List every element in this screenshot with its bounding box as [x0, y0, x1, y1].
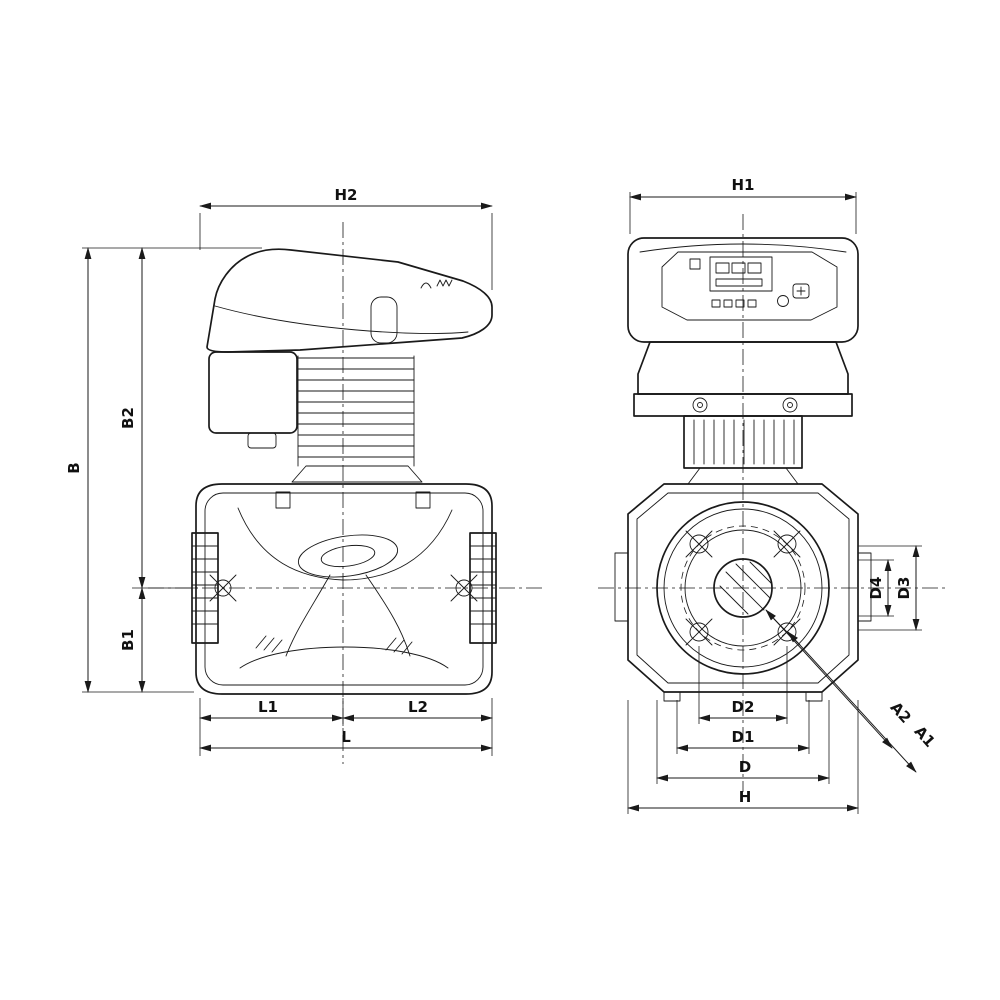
terminal-box — [247, 432, 277, 449]
dimension-label-d2: D2 — [732, 698, 755, 716]
panel-knob — [777, 295, 789, 307]
panel-plus-button — [792, 283, 810, 299]
dimension-label-b: B — [65, 462, 83, 473]
bolt-hole-top-right — [773, 530, 801, 558]
panel-led-4 — [747, 299, 757, 308]
dimension-l: L — [199, 728, 493, 752]
dimension-label-b1: B1 — [119, 629, 137, 651]
plus-icon — [796, 286, 806, 296]
dimension-d2: D2 — [698, 646, 788, 724]
motor-side-body — [208, 351, 298, 449]
dimension-label-h: H — [739, 788, 752, 806]
bolt-hole-top-left — [685, 530, 713, 558]
panel-led-2 — [723, 299, 733, 308]
hatch-left — [255, 635, 283, 653]
fin-base — [291, 465, 423, 483]
dimension-d4: D4 — [858, 559, 894, 617]
dimension-label-d3: D3 — [895, 577, 913, 600]
dimension-label-b2: B2 — [119, 407, 137, 429]
dimension-a1: A1 — [787, 631, 939, 773]
neck-fins — [683, 415, 803, 485]
dimension-label-d4: D4 — [867, 577, 885, 600]
volute-body — [195, 483, 493, 695]
front-view: H1 D4 D3 A2 A1 D2 — [598, 176, 946, 814]
dimension-b1: B1 — [119, 587, 146, 693]
bolt-hole-bottom-left — [685, 618, 713, 646]
shaft-hub — [713, 558, 773, 618]
dimension-b2: B2 — [119, 247, 198, 589]
panel-led-3 — [735, 299, 745, 308]
dimension-l2: L2 — [342, 698, 493, 756]
side-view: H2 B B2 B1 L1 L2 — [65, 186, 544, 764]
dimension-label-d1: D1 — [732, 728, 755, 746]
display-screen — [709, 256, 773, 292]
dimension-label-h2: H2 — [335, 186, 358, 204]
control-panel — [661, 251, 838, 321]
control-box — [627, 237, 859, 343]
bolt-boss-right — [415, 491, 431, 509]
impeller-housing — [297, 534, 399, 578]
dimension-d1: D1 — [676, 700, 810, 754]
dimension-label-a2: A2 — [887, 698, 915, 726]
bolt-boss-left — [275, 491, 291, 509]
hatch-right — [385, 637, 413, 655]
brand-mark — [420, 279, 453, 289]
dimension-label-h1: H1 — [732, 176, 755, 194]
flange-bolt-right — [782, 397, 798, 413]
flange-bolt-left — [692, 397, 708, 413]
foot-right — [805, 691, 823, 702]
hub-hatching — [719, 561, 773, 615]
dimension-d: D — [656, 700, 830, 784]
dimension-h1: H1 — [629, 176, 857, 234]
dimension-h2: H2 — [199, 186, 493, 290]
dimension-label-l2: L2 — [408, 698, 428, 716]
dimension-label-l: L — [341, 728, 351, 746]
port-right — [450, 574, 478, 602]
dimension-label-a1: A1 — [911, 722, 939, 750]
panel-button-left — [689, 258, 701, 270]
dimension-h: H — [627, 700, 859, 814]
panel-led-1 — [711, 299, 721, 308]
motor-head — [206, 248, 493, 353]
dimension-l1: L1 — [199, 698, 344, 756]
dimension-b: B — [65, 247, 262, 693]
head-handle — [370, 296, 398, 344]
side-tab-left — [614, 552, 629, 622]
foot-left — [663, 691, 681, 702]
dimension-label-l1: L1 — [258, 698, 278, 716]
port-left — [209, 574, 237, 602]
flange-face — [656, 501, 830, 675]
bolt-circle — [680, 525, 806, 651]
dimension-label-d: D — [739, 758, 751, 776]
cooling-fins — [291, 355, 423, 483]
